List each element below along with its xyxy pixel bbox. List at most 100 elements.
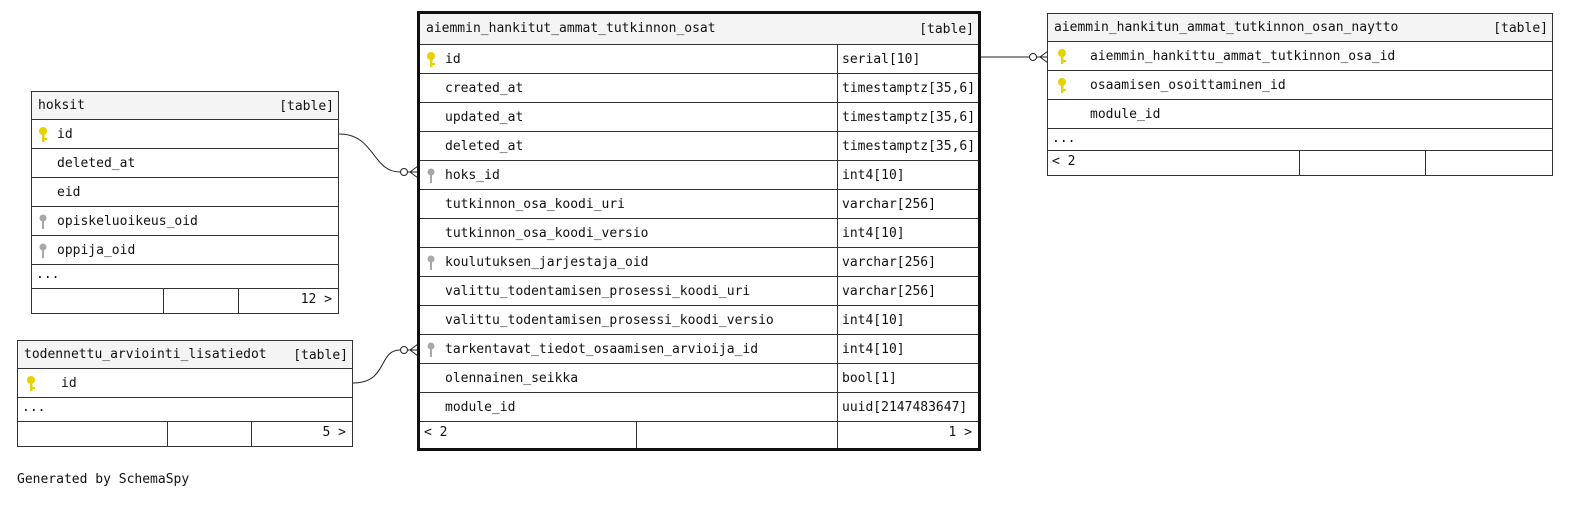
column-type: timestamptz[35,6] (837, 74, 978, 102)
column-name: tutkinnon_osa_koodi_versio (445, 226, 649, 241)
column-name: valittu_todentamisen_prosessi_koodi_vers… (445, 313, 774, 328)
column-name: deleted_at (445, 139, 524, 154)
foreign-key-icon (427, 255, 435, 270)
column-row[interactable]: module_id (1048, 100, 1552, 129)
column-type: uuid[2147483647] (837, 393, 978, 421)
column-type: timestamptz[35,6] (837, 132, 978, 160)
column-name: valittu_todentamisen_prosessi_koodi_uri (445, 284, 751, 299)
column-row[interactable]: valittu_todentamisen_prosessi_koodi_uri v… (420, 277, 978, 306)
column-name: id (57, 127, 73, 142)
table-tag: [table] (919, 22, 974, 37)
table-name: aiemmin_hankitut_ammat_tutkinnon_osat (426, 21, 716, 36)
column-name: hoks_id (445, 168, 500, 183)
column-name: opiskeluoikeus_oid (57, 214, 198, 229)
table-footer: 5 > (18, 422, 352, 446)
more-columns-ellipsis: ... (32, 265, 338, 289)
foreign-key-icon (39, 214, 47, 229)
column-row[interactable]: tarkentavat_tiedot_osaamisen_arvioija_id… (420, 335, 978, 364)
children-count: 1 > (948, 425, 972, 440)
link-todennettu-to-main (352, 343, 419, 384)
table-aiemmin-hankitun-ammat-tutkinnon-osan-naytto[interactable]: aiemmin_hankitun_ammat_tutkinnon_osan_na… (1047, 13, 1553, 176)
column-row[interactable]: deleted_at timestamptz[35,6] (420, 132, 978, 161)
column-name: eid (57, 185, 81, 200)
foreign-key-icon (427, 168, 435, 183)
column-name: aiemmin_hankittu_ammat_tutkinnon_osa_id (1090, 49, 1396, 64)
foreign-key-icon (427, 342, 435, 357)
table-header: aiemmin_hankitun_ammat_tutkinnon_osan_na… (1048, 14, 1552, 42)
table-hoksit[interactable]: hoksit [table] id deleted_at eid opiskel… (31, 91, 339, 314)
column-type: bool[1] (837, 364, 978, 392)
table-header: hoksit [table] (32, 92, 338, 120)
column-row[interactable]: id (18, 369, 352, 398)
table-footer: < 2 1 > (420, 422, 978, 448)
foreign-key-icon (39, 243, 47, 258)
column-row[interactable]: deleted_at (32, 149, 338, 178)
column-type: varchar[256] (837, 277, 978, 305)
table-footer: < 2 (1048, 151, 1552, 175)
column-row[interactable]: id (32, 120, 338, 149)
column-row[interactable]: module_id uuid[2147483647] (420, 393, 978, 422)
column-type: serial[10] (837, 45, 978, 73)
table-name: hoksit (38, 98, 85, 113)
column-row[interactable]: eid (32, 178, 338, 207)
table-todennettu-arviointi-lisatiedot[interactable]: todennettu_arviointi_lisatiedot [table] … (17, 340, 353, 447)
children-count-link[interactable]: 12 > (238, 289, 338, 313)
generated-by-credit: Generated by SchemaSpy (17, 472, 190, 487)
column-name: tarkentavat_tiedot_osaamisen_arvioija_id (445, 342, 759, 357)
column-name: id (445, 52, 461, 67)
table-tag: [table] (279, 99, 334, 114)
column-name: module_id (1090, 107, 1161, 122)
link-main-to-naytto (979, 50, 1049, 64)
column-row[interactable]: updated_at timestamptz[35,6] (420, 103, 978, 132)
more-columns-ellipsis: ... (1048, 129, 1552, 151)
column-name: deleted_at (57, 156, 136, 171)
column-row[interactable]: oppija_oid (32, 236, 338, 265)
children-count-link[interactable]: 5 > (251, 422, 352, 446)
primary-key-icon (1058, 49, 1066, 64)
column-name: oppija_oid (57, 243, 136, 258)
children-count-link[interactable]: 1 > (837, 422, 978, 448)
table-name: aiemmin_hankitun_ammat_tutkinnon_osan_na… (1054, 20, 1399, 35)
primary-key-icon (39, 127, 47, 142)
column-row[interactable]: olennainen_seikka bool[1] (420, 364, 978, 393)
column-type: int4[10] (837, 306, 978, 334)
table-header: todennettu_arviointi_lisatiedot [table] (18, 341, 352, 369)
children-count: 12 > (300, 292, 332, 307)
column-row[interactable]: valittu_todentamisen_prosessi_koodi_vers… (420, 306, 978, 335)
column-row[interactable]: opiskeluoikeus_oid (32, 207, 338, 236)
primary-key-icon (427, 52, 435, 67)
parents-count-link[interactable]: < 2 (1048, 151, 1299, 175)
column-row[interactable]: tutkinnon_osa_koodi_versio int4[10] (420, 219, 978, 248)
primary-key-icon (27, 376, 35, 391)
more-columns-ellipsis: ... (18, 398, 352, 422)
column-type: timestamptz[35,6] (837, 103, 978, 131)
parents-count: < 2 (1052, 154, 1076, 169)
table-footer: 12 > (32, 289, 338, 313)
column-name: koulutuksen_jarjestaja_oid (445, 255, 649, 270)
column-row[interactable]: created_at timestamptz[35,6] (420, 74, 978, 103)
column-name: module_id (445, 400, 516, 415)
parents-count-link[interactable]: < 2 (420, 422, 636, 448)
column-type: int4[10] (837, 335, 978, 363)
table-tag: [table] (1493, 21, 1548, 36)
table-aiemmin-hankitut-ammat-tutkinnon-osat[interactable]: aiemmin_hankitut_ammat_tutkinnon_osat [t… (417, 11, 981, 451)
children-count: 5 > (322, 425, 346, 440)
column-row[interactable]: aiemmin_hankittu_ammat_tutkinnon_osa_id (1048, 42, 1552, 71)
column-name: tutkinnon_osa_koodi_uri (445, 197, 626, 212)
column-row[interactable]: hoks_id int4[10] (420, 161, 978, 190)
column-row[interactable]: osaamisen_osoittaminen_id (1048, 71, 1552, 100)
column-name: created_at (445, 81, 524, 96)
primary-key-icon (1058, 78, 1066, 93)
column-row[interactable]: id serial[10] (420, 45, 978, 74)
column-type: int4[10] (837, 161, 978, 189)
table-tag: [table] (293, 348, 348, 363)
column-type: int4[10] (837, 219, 978, 247)
column-name: id (61, 376, 77, 391)
column-name: olennainen_seikka (445, 371, 579, 386)
column-name: updated_at (445, 110, 524, 125)
